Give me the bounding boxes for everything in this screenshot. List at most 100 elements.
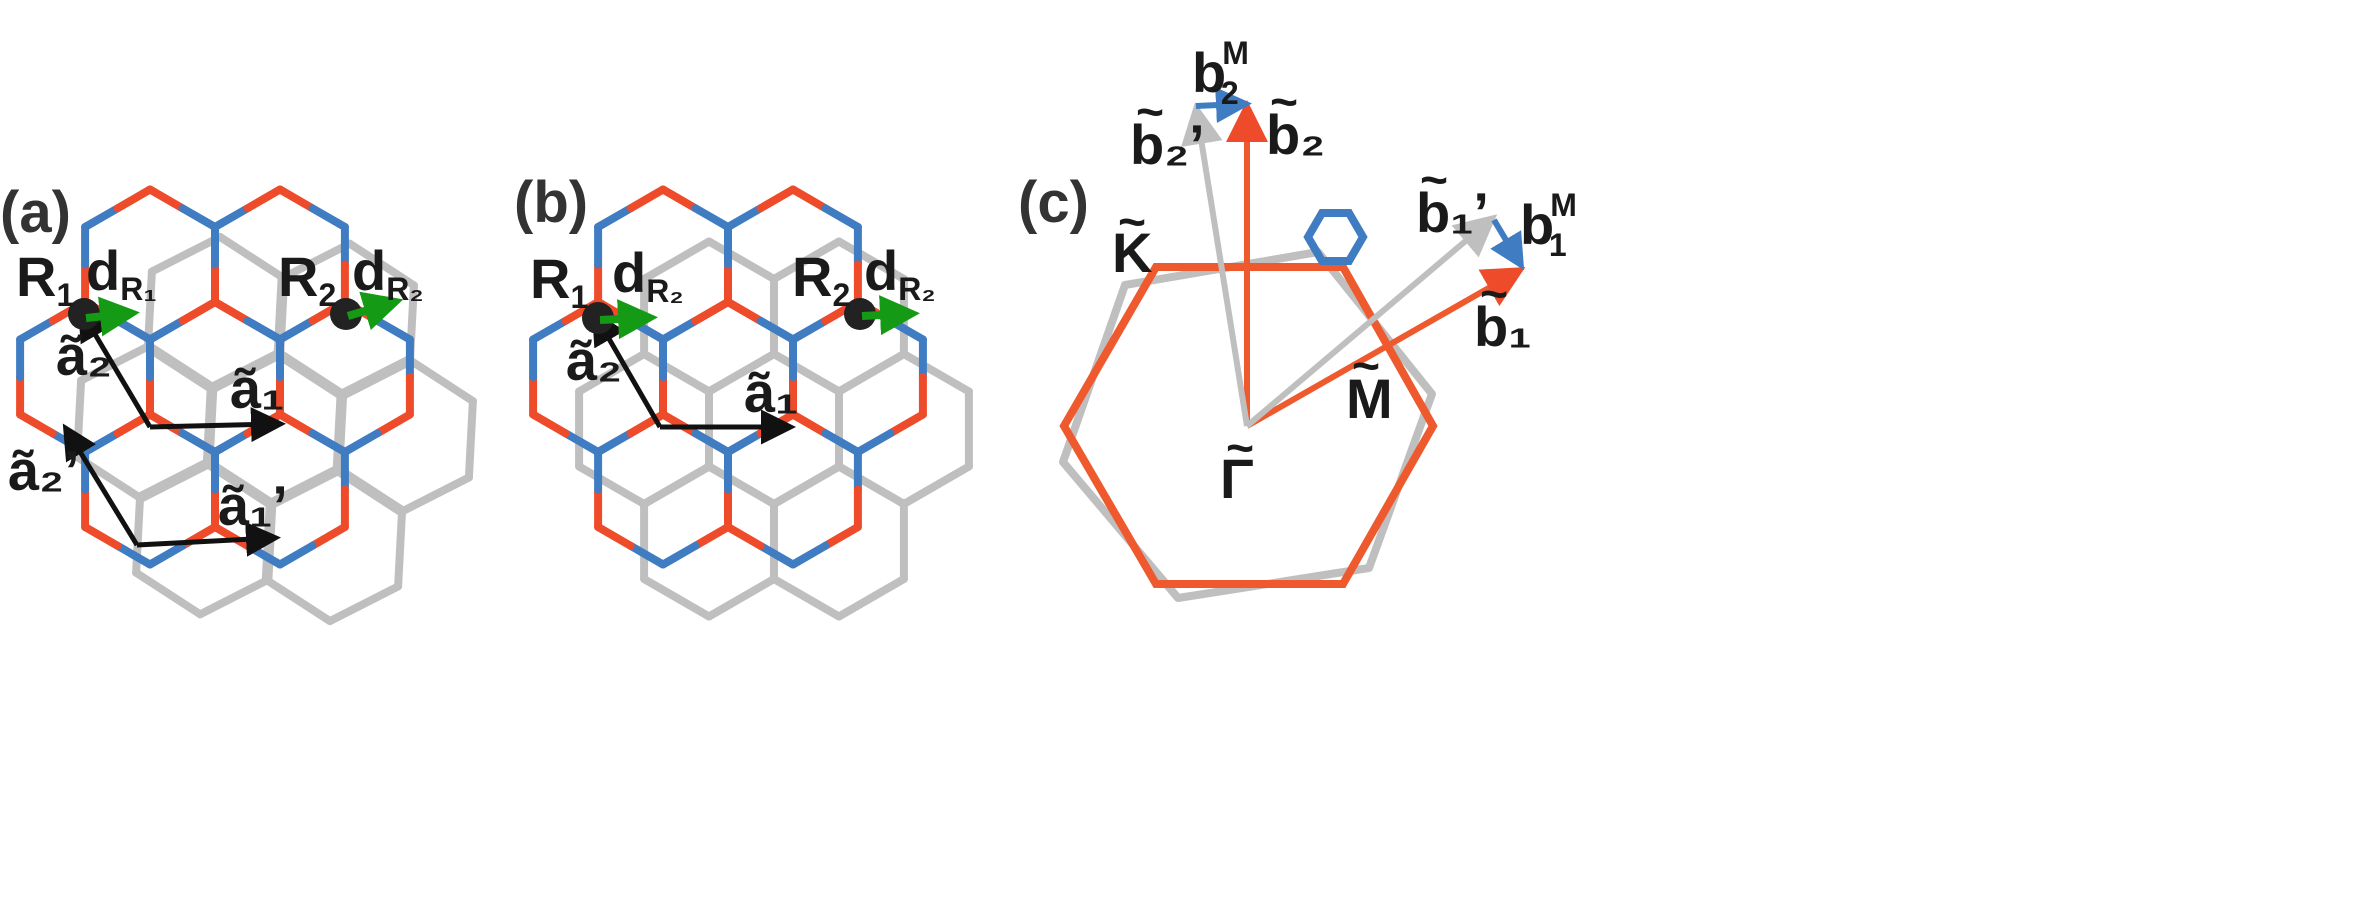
bond-segment — [770, 237, 843, 283]
label-k: K — [1112, 221, 1152, 284]
bond-segment — [136, 457, 213, 501]
vector-b1 — [1245, 267, 1526, 429]
bond-segment — [594, 204, 635, 231]
bond-segment — [275, 348, 348, 399]
label-dr1-a: d — [86, 239, 120, 302]
bond-segment — [899, 462, 973, 508]
bond-segment — [77, 341, 154, 385]
label-dr2-a: d — [352, 239, 386, 302]
bond-segment — [640, 462, 713, 508]
bond-segment — [705, 237, 778, 283]
svg-text:R2: R2 — [792, 245, 850, 313]
bond-segment — [691, 429, 732, 456]
label-r2-a: R — [278, 245, 318, 308]
bond-segment — [16, 316, 57, 344]
tilde-k: ~ — [1118, 196, 1146, 249]
tilde-b2-prime: ~ — [1136, 86, 1164, 139]
label-a1-b: ã₁ — [744, 361, 798, 424]
bond-segment — [394, 506, 407, 591]
label-b1m: b — [1520, 193, 1554, 256]
bond-segment — [16, 410, 57, 438]
bond-segment — [211, 204, 252, 231]
bond-segment — [594, 429, 635, 456]
vector-a2-b — [591, 309, 663, 429]
label-b1m-sub: 1 — [1549, 227, 1567, 263]
bond-segment — [345, 239, 418, 290]
bond-segment — [529, 316, 570, 344]
bond-segment — [81, 204, 122, 231]
bond-segment — [626, 541, 667, 569]
label-dr2-sub-a: R₂ — [386, 271, 423, 307]
bond-segment — [211, 523, 252, 550]
label-m: M — [1346, 367, 1393, 430]
bond-segment — [113, 541, 154, 569]
svg-text:dR₂: dR₂ — [352, 239, 424, 307]
red-brillouin-zone — [1059, 263, 1438, 588]
panel-b: (b) R1 dR₂ R2 dR₂ ã₂ ã₁ — [514, 170, 973, 621]
bond-segment — [146, 316, 187, 344]
label-b2m-sup: M — [1222, 35, 1249, 71]
bond-segment — [853, 429, 895, 456]
bond-segment — [277, 239, 354, 283]
label-r1-b: R — [530, 247, 570, 310]
site-r1-b — [582, 302, 614, 334]
bond-segment — [178, 429, 219, 456]
label-dr2-b: d — [864, 239, 898, 302]
bond-segment — [326, 582, 403, 626]
displacement-dr2-b — [861, 295, 920, 336]
bond-segment — [724, 298, 765, 325]
bond-segment — [575, 350, 649, 396]
bond-segment — [308, 204, 349, 231]
displacement-dr2-a — [346, 291, 404, 331]
bond-segment — [396, 473, 473, 517]
vector-a2 — [77, 305, 153, 429]
bond-segment — [835, 462, 908, 508]
tilde-gamma: ~ — [1226, 422, 1254, 475]
tilde-b1-prime: ~ — [1420, 154, 1448, 207]
bond-segment — [216, 232, 289, 283]
bond-segment — [404, 355, 477, 406]
bond-segment — [308, 523, 349, 550]
svg-text:R1: R1 — [530, 247, 588, 315]
bond-segment — [561, 429, 603, 456]
bond-segment — [640, 575, 713, 621]
bond-segment — [147, 232, 224, 276]
label-b1m-sup: M — [1550, 187, 1577, 223]
label-dr1-b: d — [612, 241, 646, 304]
bond-segment — [211, 298, 252, 325]
label-dr2-sub-b: R₂ — [898, 271, 935, 307]
panel-tag-a: (a) — [0, 180, 71, 245]
svg-text:R1: R1 — [16, 245, 74, 313]
bond-segment — [835, 350, 908, 396]
bond-segment — [146, 185, 187, 213]
label-a2-a: ã₂ — [56, 324, 112, 387]
bond-segment — [196, 575, 273, 619]
moire-brillouin-zone-icon — [1303, 209, 1368, 265]
bond-segment — [789, 185, 830, 213]
displacement-dr1-a — [85, 296, 140, 337]
label-dr1-sub-a: R₁ — [120, 271, 156, 307]
bond-segment — [756, 316, 797, 344]
label-dr1-sub-b: R₂ — [646, 273, 683, 309]
tilde-m: ~ — [1352, 340, 1380, 393]
label-a1-prime-a: ã₁’ — [218, 474, 288, 537]
bond-segment — [724, 523, 765, 550]
vector-a1-prime — [136, 521, 281, 557]
bond-segment — [373, 410, 414, 438]
bond-segment — [691, 523, 732, 550]
label-b2m: b — [1192, 41, 1226, 104]
bond-segment — [770, 350, 843, 396]
label-b2: b₂ — [1266, 103, 1325, 166]
bond-segment — [261, 575, 334, 626]
bond-segment — [594, 523, 635, 550]
label-a2-prime-a: ã₂’ — [8, 439, 80, 502]
bond-segment — [575, 462, 649, 508]
bond-segment — [835, 575, 908, 621]
label-a2-b: ã₂ — [566, 329, 622, 392]
bond-segment — [276, 185, 317, 213]
label-r1-a: R — [16, 245, 56, 308]
bond-segment — [146, 410, 187, 438]
bond-segment — [206, 348, 283, 392]
